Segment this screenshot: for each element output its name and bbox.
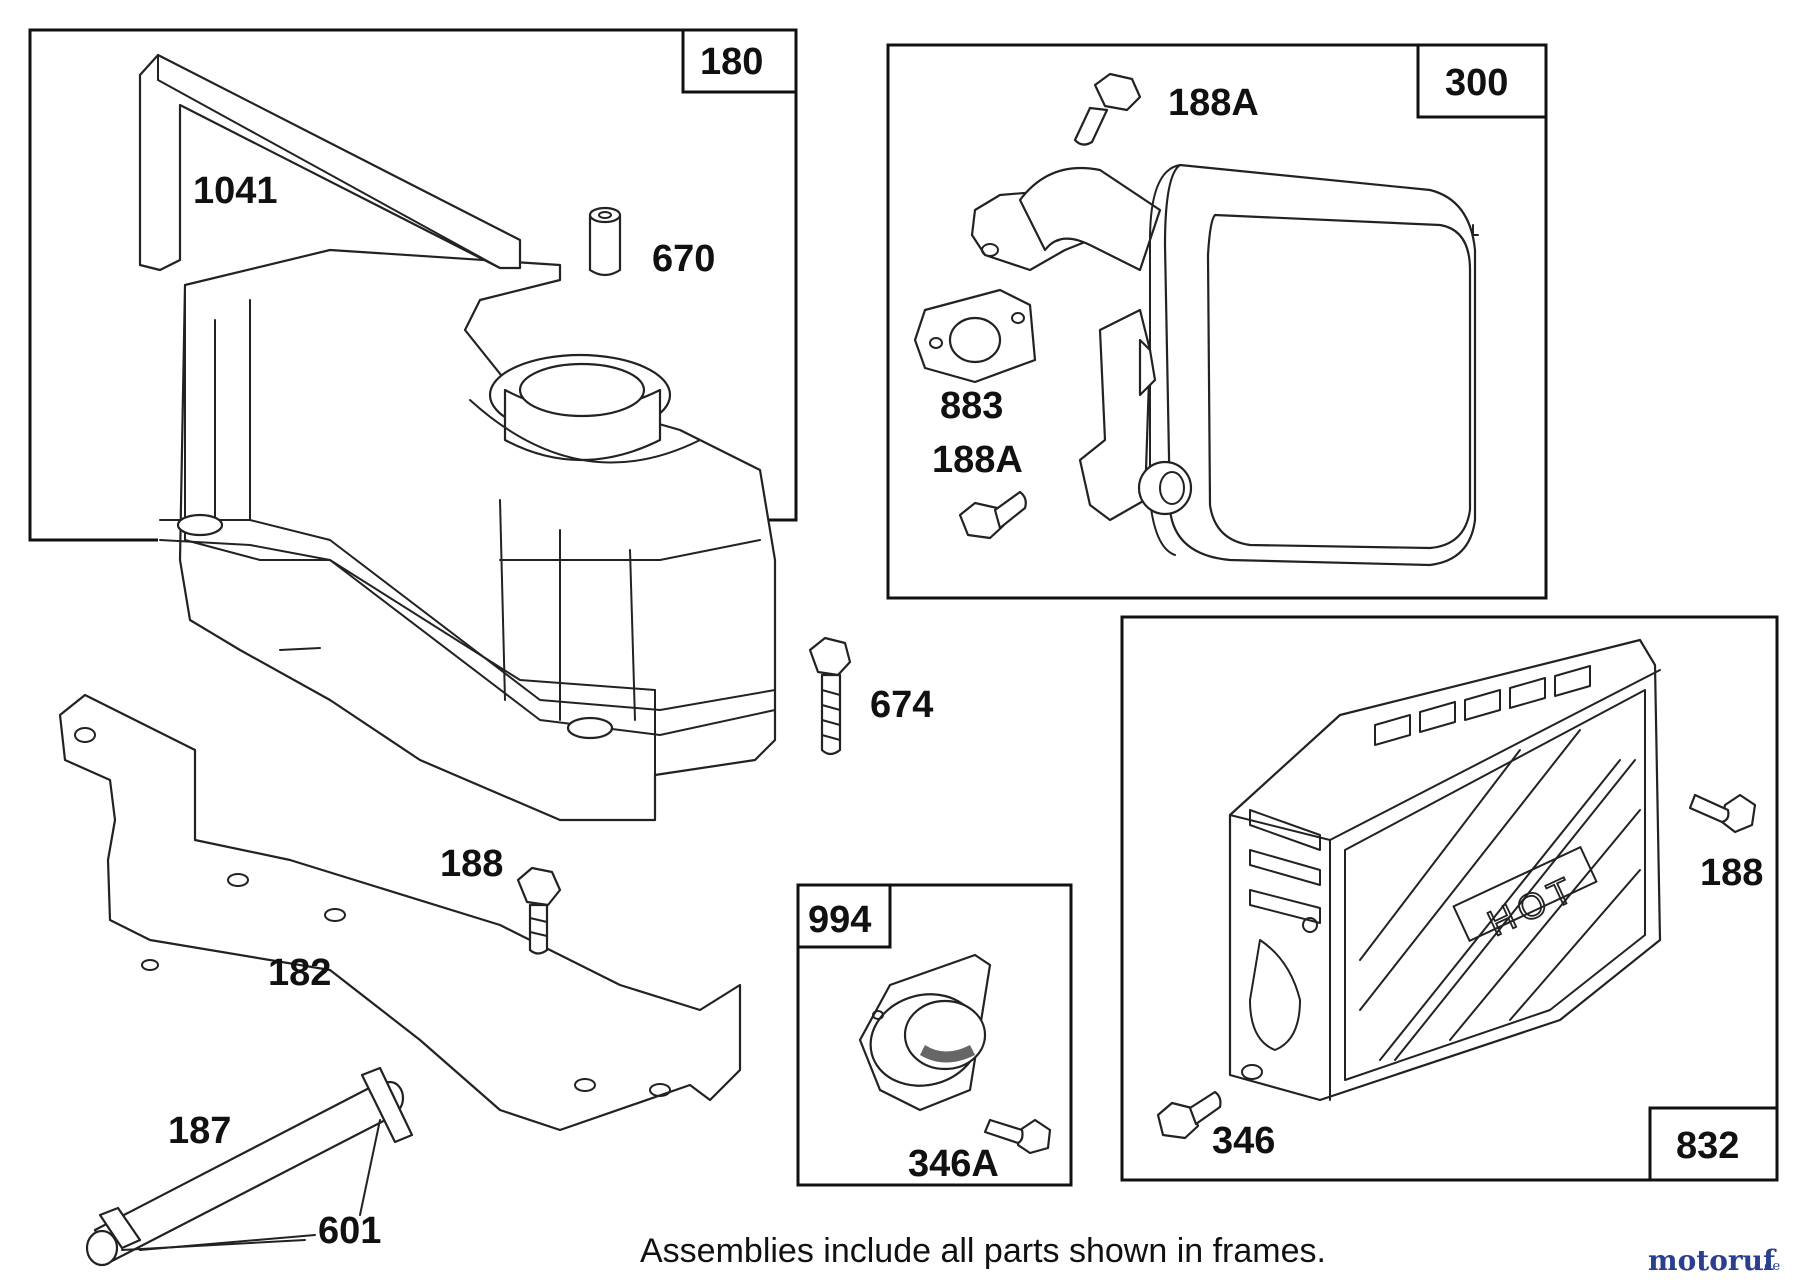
gasket-883	[913, 288, 1037, 384]
label-346: 346	[1212, 1120, 1275, 1162]
frame-180: 180	[28, 28, 798, 542]
watermark-name: motoruf	[1648, 1244, 1777, 1277]
bracket-182	[58, 693, 742, 1132]
label-188a-mid: 188A	[932, 439, 1023, 481]
label-601: 601	[318, 1210, 381, 1252]
grommet-670	[588, 206, 622, 277]
label-883: 883	[940, 385, 1003, 427]
label-1041: 1041	[193, 170, 278, 212]
label-188a-top: 188A	[1168, 82, 1259, 124]
watermark-suffix: .de	[1760, 1259, 1780, 1274]
bolt-674	[808, 636, 852, 756]
frame-994: 994	[796, 883, 1073, 1187]
frame-tag-994	[796, 883, 892, 949]
bracket-1041	[138, 53, 522, 272]
label-674: 674	[870, 684, 933, 726]
bolt-188-left	[516, 866, 562, 955]
label-346a: 346A	[908, 1143, 999, 1185]
muffler	[970, 163, 1479, 567]
frame-tag-180	[681, 28, 798, 94]
bolt-346	[1156, 1090, 1222, 1140]
bolt-346a	[983, 1118, 1052, 1155]
label-670: 670	[652, 238, 715, 280]
frame-number-180: 180	[700, 41, 763, 83]
watermark-logo: motoruf .de	[1648, 1244, 1780, 1277]
frame-number-832: 832	[1676, 1125, 1739, 1167]
label-187: 187	[168, 1110, 231, 1152]
label-188-right: 188	[1700, 852, 1763, 894]
heat-guard-832: HOT	[1228, 638, 1662, 1102]
footer-note: Assemblies include all parts shown in fr…	[640, 1232, 1326, 1270]
fuel-tank	[159, 248, 777, 822]
bolt-188-right	[1688, 793, 1757, 834]
spark-screen-994	[858, 953, 992, 1112]
bolt-188a-mid	[958, 490, 1027, 540]
bolt-188a-top	[1073, 72, 1142, 146]
frame-number-994: 994	[808, 899, 871, 941]
label-188-left: 188	[440, 843, 503, 885]
frame-tag-832	[1648, 1106, 1779, 1182]
frame-832: 832	[1120, 615, 1779, 1182]
frame-tag-300	[1416, 43, 1548, 119]
label-182: 182	[268, 952, 331, 994]
clamp-601	[98, 1066, 414, 1251]
frame-300: 300	[886, 43, 1548, 600]
frame-number-300: 300	[1445, 62, 1508, 104]
